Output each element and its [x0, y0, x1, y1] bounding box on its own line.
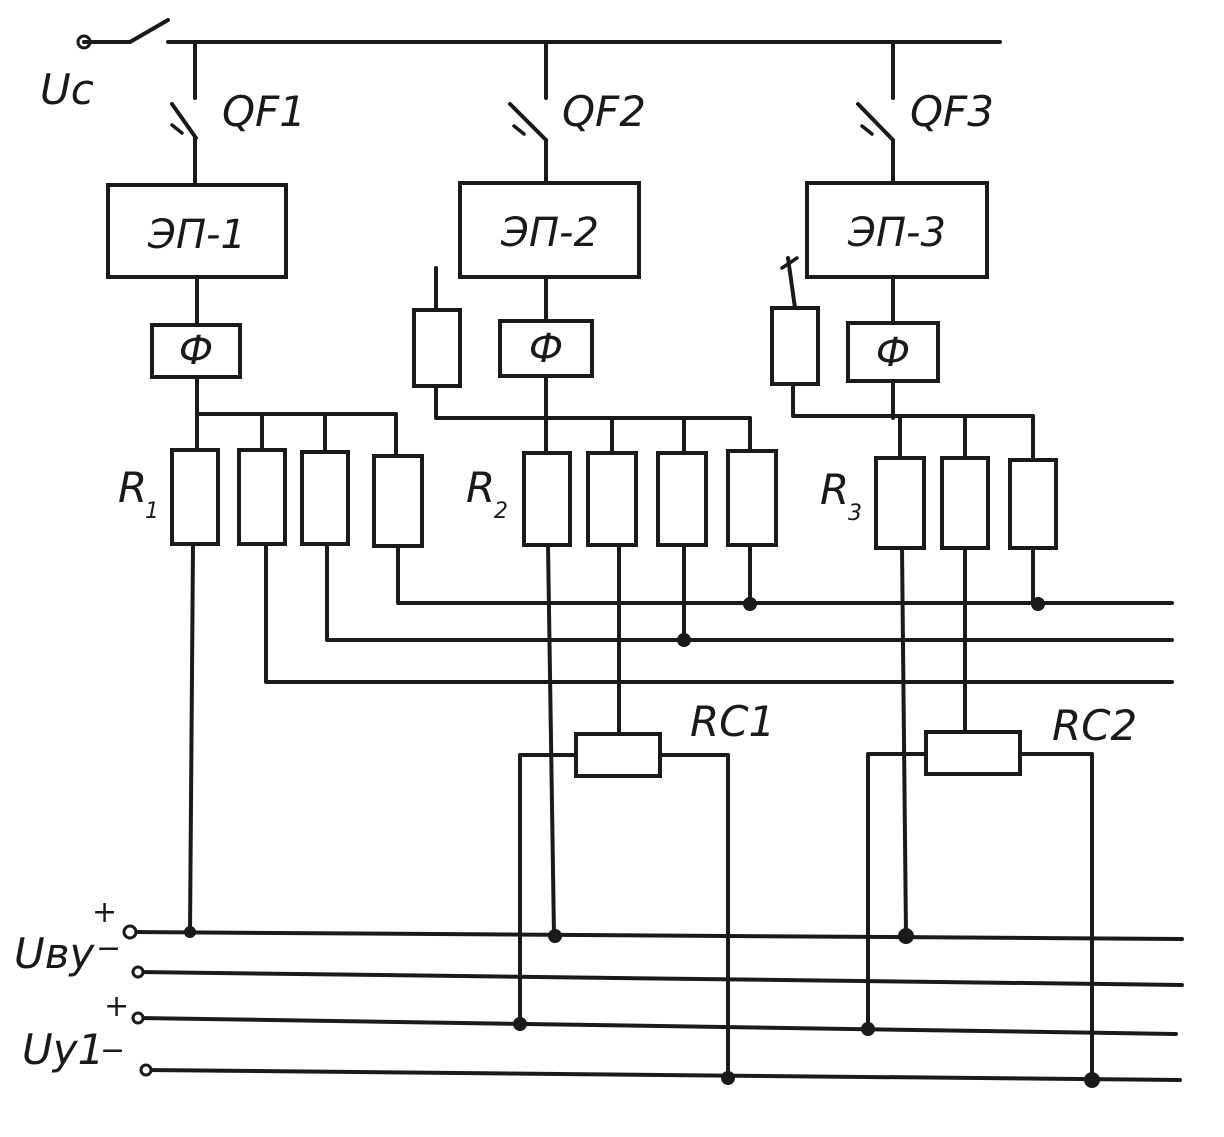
breaker-qf3: QF3 [856, 40, 994, 185]
filter-label: Ф [876, 330, 910, 376]
drive-ep1: ЭП-1 [106, 183, 288, 279]
interconnect-buses [264, 542, 1174, 684]
resistor-group-r1: R 1 [118, 412, 424, 548]
resistor-group-label: R [466, 463, 495, 512]
filter-3: Ф [846, 275, 940, 420]
output-u1-minus: − [100, 1033, 125, 1068]
side-resistor-2 [412, 266, 548, 420]
resistor-group-label: R [820, 465, 849, 514]
resistor-group-index: 1 [145, 499, 159, 524]
output-vu-minus: − [96, 931, 121, 966]
filter-label: Ф [529, 326, 563, 372]
output-vu-plus: + [92, 895, 117, 930]
drive-label: ЭП-1 [147, 212, 246, 258]
output-buses [122, 924, 1184, 1082]
main-switch [128, 18, 170, 44]
supply-label: Uc [40, 65, 94, 114]
breaker-label: QF2 [562, 87, 646, 136]
resistor-group-label: R [118, 463, 147, 512]
output-labels: Uву + − Uу1 + − [14, 895, 129, 1074]
output-drops [188, 542, 908, 937]
resistor-group-r2: R 2 [466, 416, 778, 547]
drive-label: ЭП-2 [500, 210, 599, 256]
filter-label: Ф [179, 328, 213, 374]
resistor-group-index: 2 [494, 499, 508, 524]
junction-dots [184, 597, 1100, 1088]
breaker-qf2: QF2 [508, 40, 646, 185]
resistor-group-index: 3 [848, 501, 862, 526]
terminal-u1-plus [131, 1011, 145, 1025]
output-u1-plus: + [104, 989, 129, 1024]
terminal-u1-minus [139, 1063, 153, 1077]
breaker-label: QF3 [910, 87, 994, 136]
breaker-qf1: QF1 [170, 40, 306, 188]
output-label-vu: Uву [14, 929, 95, 978]
rc-label: RC1 [690, 697, 775, 746]
supply-input: Uc [40, 18, 1002, 114]
rc-label: RC2 [1052, 701, 1137, 750]
rc-circuit-1: RC1 [518, 543, 775, 1080]
drive-ep3: ЭП-3 [805, 181, 989, 279]
breaker-label: QF1 [222, 87, 306, 136]
terminal-vu-plus [122, 924, 138, 940]
output-label-u1: Uу1 [22, 1025, 104, 1074]
side-resistor-3 [770, 256, 895, 418]
resistor-group-r3: R 3 [820, 414, 1058, 550]
rc-circuit-2: RC2 [866, 546, 1137, 1082]
drive-ep2: ЭП-2 [458, 181, 641, 279]
filter-1: Ф [150, 275, 242, 416]
drive-label: ЭП-3 [847, 210, 946, 256]
filter-2: Ф [498, 275, 594, 420]
terminal-vu-minus [131, 965, 145, 979]
